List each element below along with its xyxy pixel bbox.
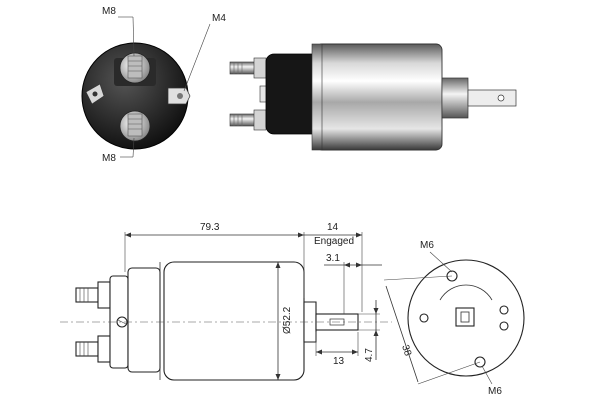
drawing-cap [127,267,161,373]
dim-bolt-circle: 38 [399,344,413,358]
label-m8-bottom: M8 [102,153,116,164]
hole-right-upper [499,305,509,315]
hole-right-lower [499,321,509,331]
hole-left [419,313,429,323]
nut-lower [253,109,267,131]
label-m4: M4 [212,13,226,24]
dim-plunger-length: 13 [333,356,345,367]
dim-stroke: 14 [327,222,339,233]
dim-length: 79.3 [200,222,220,233]
nut-upper [253,57,267,79]
label-m6-top: M6 [420,240,434,251]
drawing-side-view [60,232,392,381]
photo-side-view [229,43,517,151]
label-m8-top: M8 [102,6,116,17]
dim-offset: 3.1 [326,253,340,264]
dim-plunger-width: 4.7 [364,348,375,362]
photo-end-view [81,16,211,158]
drawing-front-view [383,251,525,385]
terminal-stud-top [127,55,143,79]
dim-diameter: Ø52.2 [282,306,293,334]
center-slot [455,307,475,327]
plunger-sleeve [441,77,469,119]
chrome-body [315,43,443,151]
terminal-stud-bottom [127,113,143,137]
label-m6-bottom: M6 [488,386,502,397]
dim-engaged: Engaged [314,236,354,247]
plunger-rod [467,89,517,107]
